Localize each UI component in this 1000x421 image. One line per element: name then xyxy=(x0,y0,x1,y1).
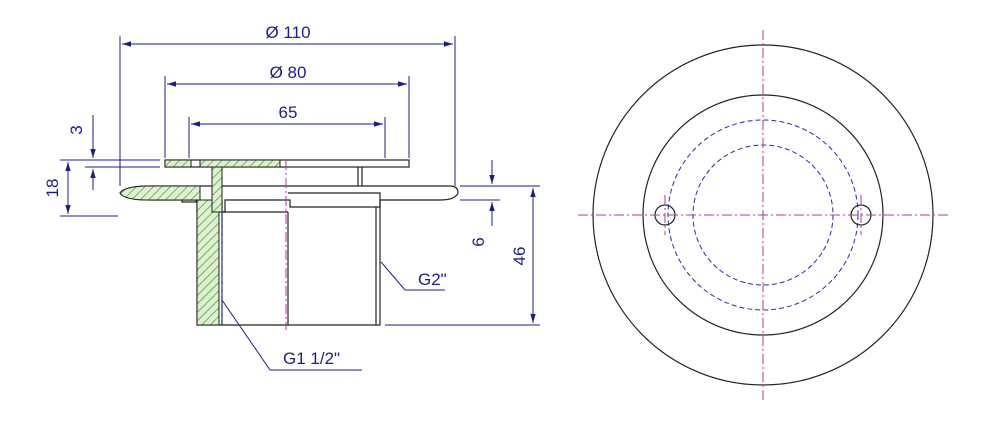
dim-flange-diameter: Ø 80 xyxy=(270,63,307,82)
body-outline xyxy=(119,159,459,326)
dim-total-height: 46 xyxy=(510,247,529,266)
dim-outer-diameter: Ø 110 xyxy=(265,23,310,42)
dim-flange-thickness: 3 xyxy=(67,125,86,134)
flange-circle xyxy=(642,94,884,336)
label-inner-thread: G1 1/2" xyxy=(283,349,340,368)
section-view: Ø 110 Ø 80 65 3 18 6 46 G2" G1 1/2" xyxy=(43,23,540,371)
dimension-lines xyxy=(65,41,536,371)
label-outer-thread: G2" xyxy=(418,270,447,289)
dim-flange-height: 18 xyxy=(43,179,62,198)
dim-inner-width: 65 xyxy=(279,103,298,122)
dim-step-height: 6 xyxy=(469,237,488,246)
plan-view xyxy=(578,30,948,400)
extension-lines xyxy=(60,36,540,326)
hatched-sections xyxy=(119,159,281,326)
